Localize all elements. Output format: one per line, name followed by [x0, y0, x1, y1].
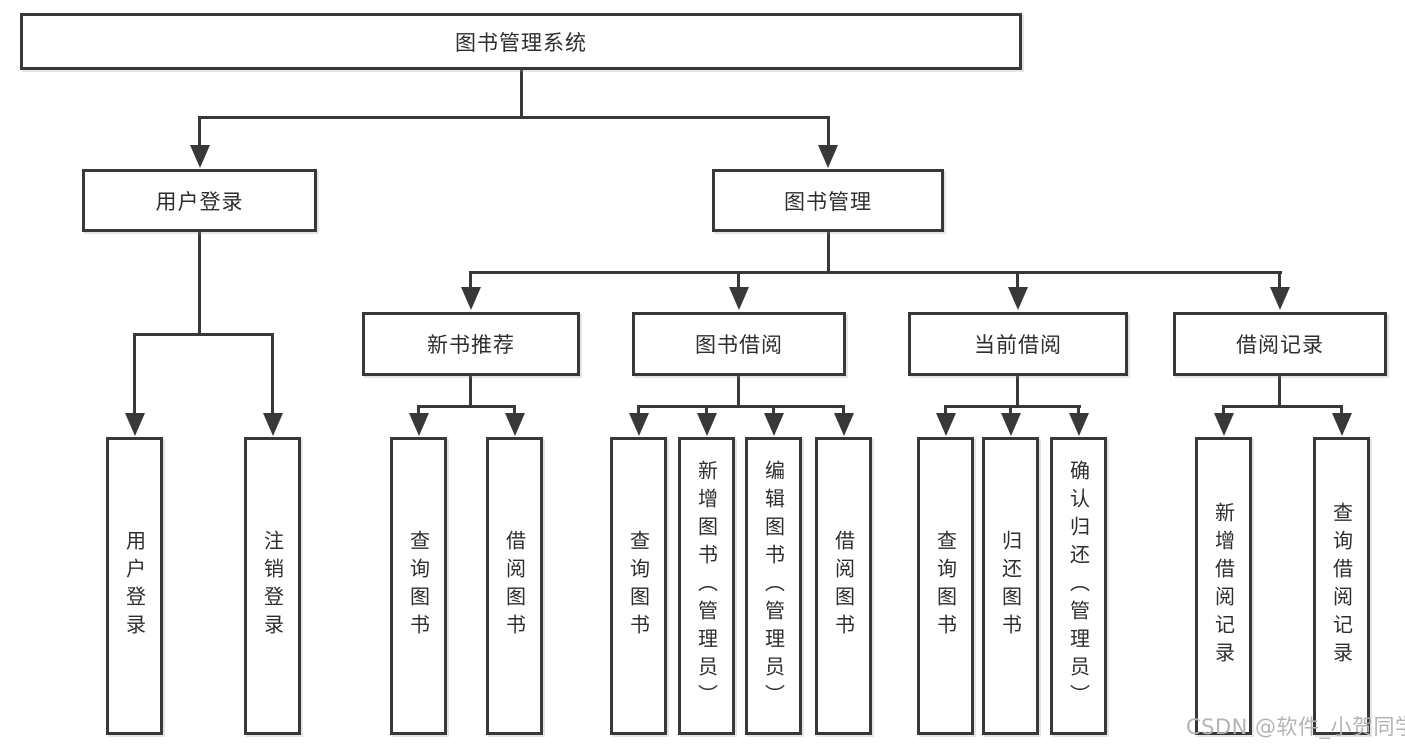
leaf-node-borrow-books: 借阅图书 [815, 437, 872, 735]
connector-line [944, 405, 1081, 408]
leaf-node-logout: 注销登录 [244, 437, 301, 735]
leaf-node-query-books: 查询图书 [917, 437, 974, 735]
arrow-down-icon [461, 287, 481, 310]
leaf-label: 归还图书 [998, 530, 1023, 642]
leaf-label: 查询图书 [626, 530, 651, 642]
connector-line [1340, 405, 1343, 417]
arrow-down-icon [936, 413, 956, 436]
leaf-label: 借阅图书 [502, 530, 527, 642]
arrow-down-icon [1270, 287, 1290, 310]
connector-line [469, 271, 472, 290]
leaf-node-borrow-books: 借阅图书 [486, 437, 543, 735]
connector-line [737, 376, 740, 408]
connector-line [198, 232, 201, 336]
arrow-down-icon [629, 413, 649, 436]
node-label: 借阅记录 [1236, 333, 1324, 357]
connector-line [772, 405, 775, 417]
leaf-label: 确认归还（管理员） [1066, 460, 1091, 712]
connector-line [469, 271, 1282, 274]
connector-line [737, 271, 740, 290]
connector-line [1016, 376, 1019, 408]
arrow-down-icon [697, 413, 717, 436]
connector-line [133, 333, 136, 417]
node-new-book-recommend: 新书推荐 [362, 312, 580, 376]
connector-line [513, 405, 516, 417]
arrow-down-icon [409, 413, 429, 436]
connector-line [417, 405, 420, 417]
node-label: 新书推荐 [427, 333, 515, 357]
arrow-down-icon [190, 145, 210, 168]
root-node: 图书管理系统 [20, 13, 1022, 70]
leaf-node-login: 用户登录 [106, 437, 163, 735]
connector-line [469, 376, 472, 408]
leaf-label: 查询图书 [933, 530, 958, 642]
connector-line [133, 333, 274, 336]
arrow-down-icon [1214, 413, 1234, 436]
node-borrowing-records: 借阅记录 [1173, 312, 1387, 376]
leaf-node-query-borrow-record: 查询借阅记录 [1313, 437, 1370, 735]
connector-line [417, 405, 516, 408]
arrow-down-icon [729, 287, 749, 310]
connector-line [827, 232, 830, 274]
leaf-node-query-books: 查询图书 [390, 437, 447, 735]
connector-line [198, 116, 830, 119]
connector-line [705, 405, 708, 417]
leaf-node-add-borrow-record: 新增借阅记录 [1195, 437, 1252, 735]
node-book-borrowing: 图书借阅 [632, 312, 846, 376]
node-book-management: 图书管理 [712, 169, 944, 232]
connector-line [520, 70, 523, 119]
node-current-borrowing: 当前借阅 [908, 312, 1128, 376]
connector-line [637, 405, 845, 408]
leaf-label: 查询借阅记录 [1329, 502, 1354, 670]
connector-line [637, 405, 640, 417]
root-node-label: 图书管理系统 [455, 30, 587, 55]
leaf-label: 借阅图书 [831, 530, 856, 642]
leaf-label: 新增借阅记录 [1211, 502, 1236, 670]
node-label: 图书管理 [784, 189, 872, 214]
leaf-label: 注销登录 [260, 530, 285, 642]
node-label: 用户登录 [155, 189, 244, 214]
connector-line [1009, 405, 1012, 417]
connector-line [1278, 376, 1281, 408]
connector-line [827, 116, 830, 149]
leaf-node-add-books-admin: 新增图书（管理员） [678, 437, 735, 735]
arrow-down-icon [125, 413, 145, 436]
arrow-down-icon [505, 413, 525, 436]
connector-line [1222, 405, 1225, 417]
arrow-down-icon [764, 413, 784, 436]
leaf-label: 新增图书（管理员） [694, 460, 719, 712]
leaf-node-edit-books-admin: 编辑图书（管理员） [745, 437, 802, 735]
node-label: 图书借阅 [695, 333, 783, 357]
arrow-down-icon [1001, 413, 1021, 436]
connector-line [842, 405, 845, 417]
leaf-label: 查询图书 [406, 530, 431, 642]
arrow-down-icon [834, 413, 854, 436]
leaf-node-confirm-return-admin: 确认归还（管理员） [1050, 437, 1107, 735]
connector-line [1278, 271, 1281, 290]
connector-line [1222, 405, 1343, 408]
arrow-down-icon [263, 413, 283, 436]
connector-line [944, 405, 947, 417]
connector-line [1016, 271, 1019, 290]
watermark-text: CSDN @软件_小贺同学 [1186, 715, 1405, 739]
leaf-node-return-books: 归还图书 [982, 437, 1039, 735]
arrow-down-icon [1008, 287, 1028, 310]
connector-line [198, 116, 201, 149]
arrow-down-icon [818, 145, 838, 168]
leaf-label: 编辑图书（管理员） [761, 460, 786, 712]
arrow-down-icon [1069, 413, 1089, 436]
node-user-login: 用户登录 [82, 169, 317, 232]
arrow-down-icon [1332, 413, 1352, 436]
leaf-label: 用户登录 [122, 530, 147, 642]
node-label: 当前借阅 [974, 333, 1062, 357]
leaf-node-query-books: 查询图书 [610, 437, 667, 735]
connector-line [271, 333, 274, 417]
connector-line [1077, 405, 1080, 417]
